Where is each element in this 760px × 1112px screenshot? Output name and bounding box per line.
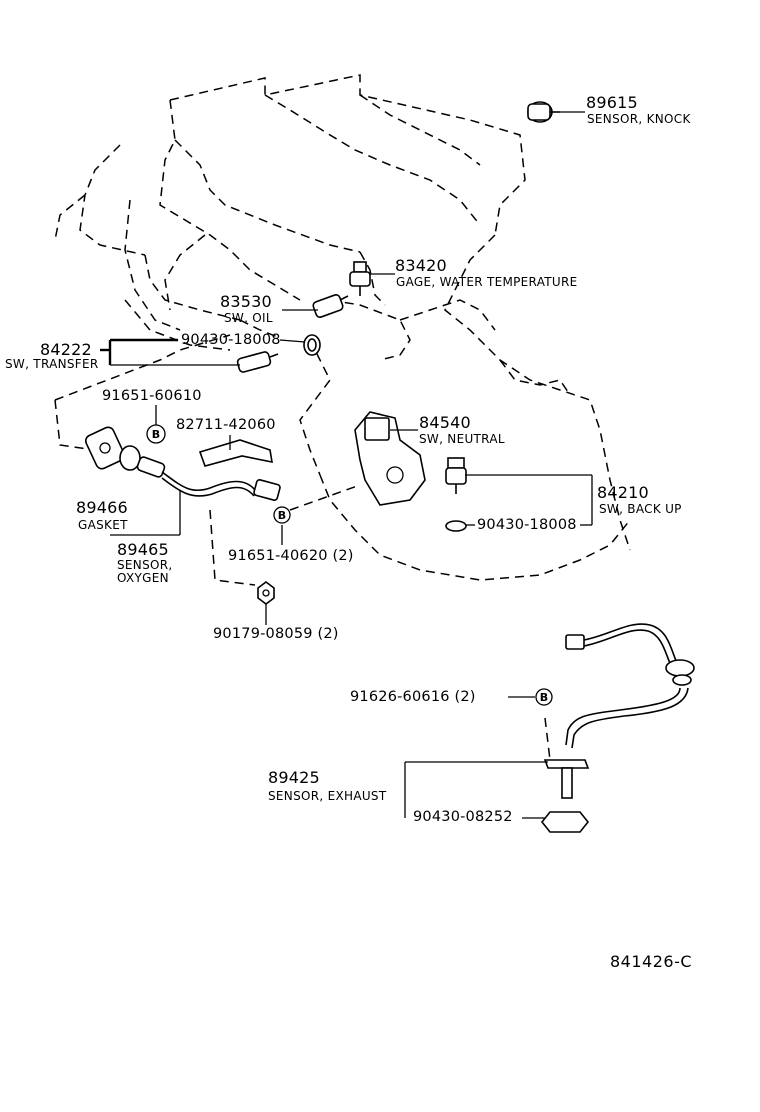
part-desc-89615: SENSOR, KNOCK — [587, 112, 691, 126]
solid-leaders — [100, 111, 593, 819]
part-number-82711-42060: 82711-42060 — [176, 417, 276, 433]
part-number-91651-40620: 91651-40620 (2) — [228, 548, 354, 564]
part-number-89425: 89425 — [268, 768, 320, 787]
part-number-89465: 89465 — [117, 540, 169, 559]
part-number-91651-60610: 91651-60610 — [102, 388, 202, 404]
part-number-84210: 84210 — [597, 483, 649, 502]
water-temp-gage-part — [349, 261, 371, 296]
part-number-90430-08252: 90430-08252 — [413, 809, 513, 825]
part-desc-84210: SW, BACK UP — [599, 502, 682, 516]
oxygen-sensor-part — [84, 426, 281, 501]
part-desc-89465-line2: OXYGEN — [117, 571, 169, 585]
callout-b-2: B — [273, 506, 291, 524]
back-up-washer-part — [445, 520, 467, 532]
callout-b-3-letter: B — [540, 691, 548, 704]
transfer-switch-part — [236, 351, 279, 373]
part-number-90430-18008-b: 90430-18008 — [477, 517, 577, 533]
part-desc-83420: GAGE, WATER TEMPERATURE — [396, 275, 578, 289]
neutral-switch-part — [354, 411, 426, 506]
dashed-leaders — [54, 334, 551, 761]
callout-b-1: B — [146, 424, 166, 444]
callout-b-2-letter: B — [278, 509, 286, 522]
part-number-89466: 89466 — [76, 498, 128, 517]
part-number-83420: 83420 — [395, 256, 447, 275]
bolt-90179-part — [257, 581, 275, 605]
part-number-84540: 84540 — [419, 413, 471, 432]
part-number-90179-08059: 90179-08059 (2) — [213, 626, 339, 642]
part-desc-84222: SW, TRANSFER — [5, 357, 99, 371]
part-desc-84540: SW, NEUTRAL — [419, 432, 505, 446]
gasket-ring-part — [303, 334, 321, 356]
part-number-90430-18008-a: 90430-18008 — [181, 332, 281, 348]
exhaust-gasket-part — [540, 811, 590, 833]
part-desc-89466: GASKET — [78, 518, 128, 532]
part-desc-89465-line1: SENSOR, — [117, 558, 173, 572]
engine-outline — [54, 74, 631, 581]
callout-b-1-letter: B — [152, 428, 160, 441]
oil-switch-part — [312, 294, 349, 318]
part-number-89615: 89615 — [586, 93, 638, 112]
part-number-91626-60616: 91626-60616 (2) — [350, 689, 476, 705]
back-up-switch-part — [445, 457, 467, 494]
part-desc-83530: SW, OIL — [224, 311, 273, 325]
figure-reference: 841426-C — [610, 952, 693, 971]
bracket-part — [198, 439, 273, 467]
knock-sensor-part — [527, 101, 560, 123]
part-desc-89425: SENSOR, EXHAUST — [268, 789, 387, 803]
exhaust-sensor-part — [543, 623, 695, 799]
part-number-83530: 83530 — [220, 292, 272, 311]
callout-b-3: B — [535, 688, 553, 706]
part-number-84222: 84222 — [40, 340, 92, 359]
